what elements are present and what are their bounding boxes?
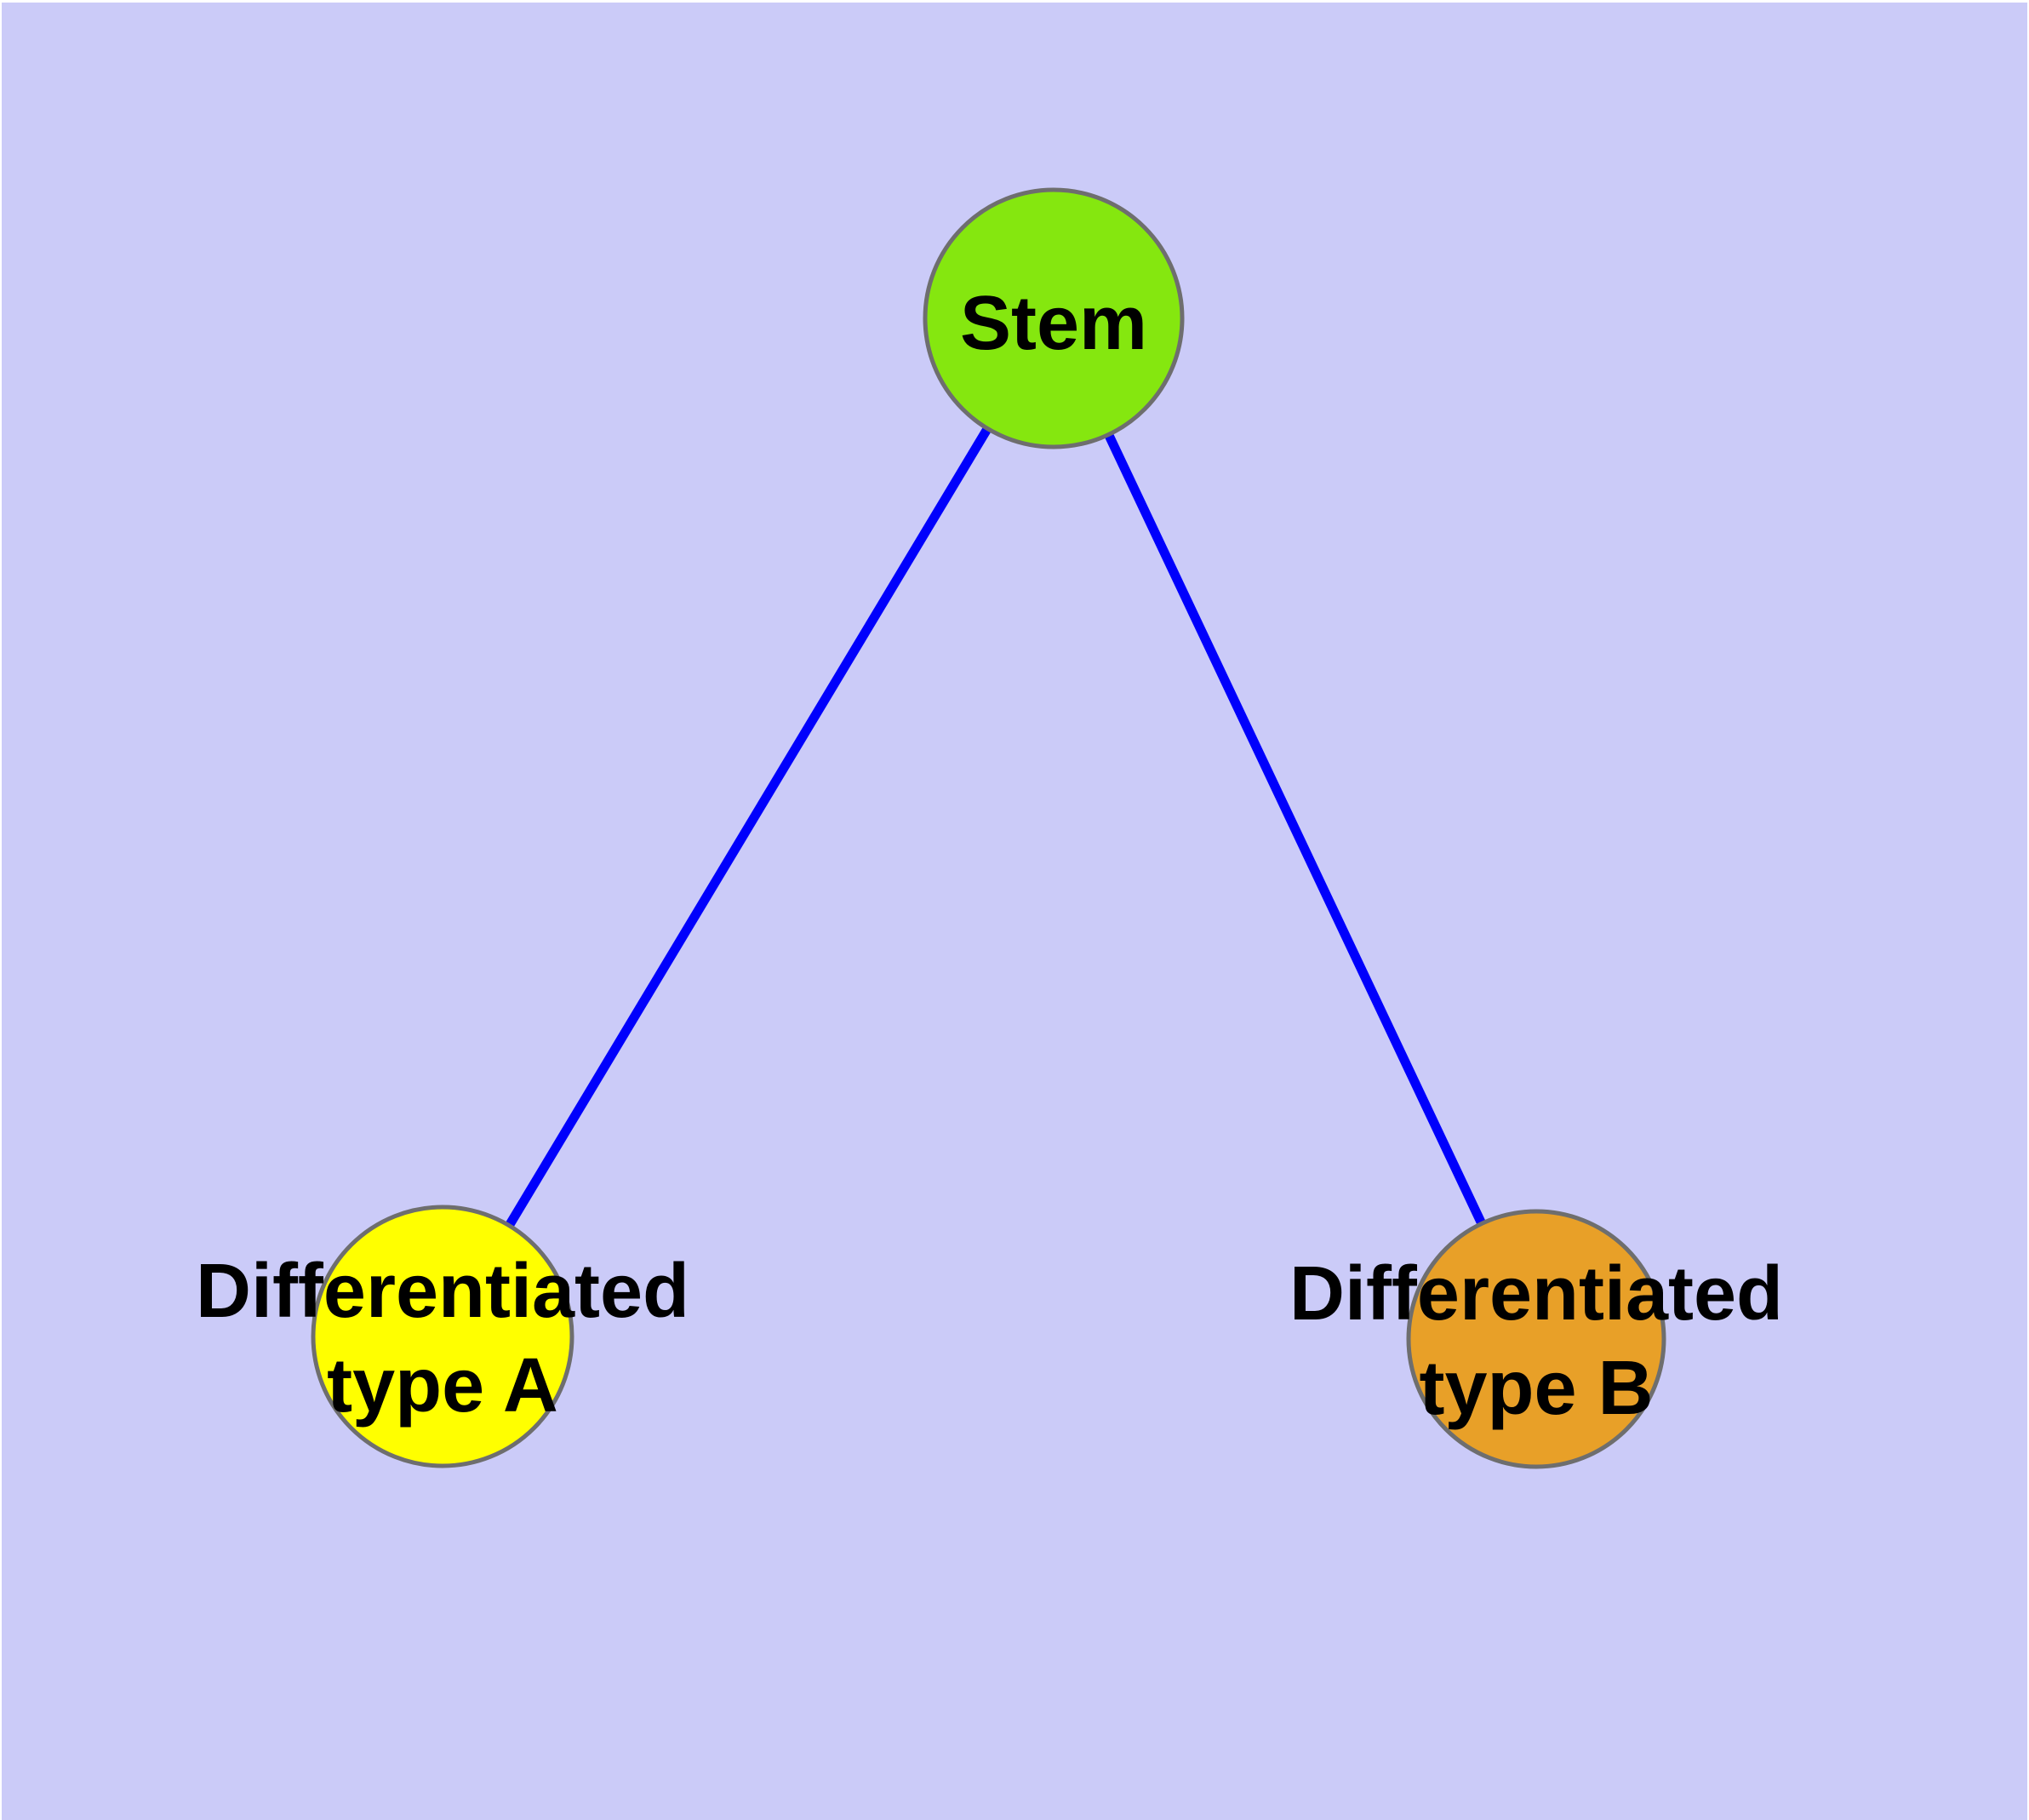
differentiated-type-a-node — [311, 1205, 574, 1468]
edge-stem-to-type-a — [438, 316, 1058, 1339]
stem-node-label: Stem — [960, 281, 1147, 366]
differentiated-type-b-node — [1406, 1209, 1666, 1469]
type-a-label-line2: type A — [327, 1343, 558, 1428]
stem-node — [923, 187, 1185, 449]
type-b-label-line2: type B — [1419, 1346, 1653, 1431]
type-b-label-line1: Differentiated — [1289, 1251, 1783, 1336]
edge-stem-to-type-b — [1049, 316, 1540, 1342]
type-a-label-line1: Differentiated — [196, 1249, 689, 1334]
